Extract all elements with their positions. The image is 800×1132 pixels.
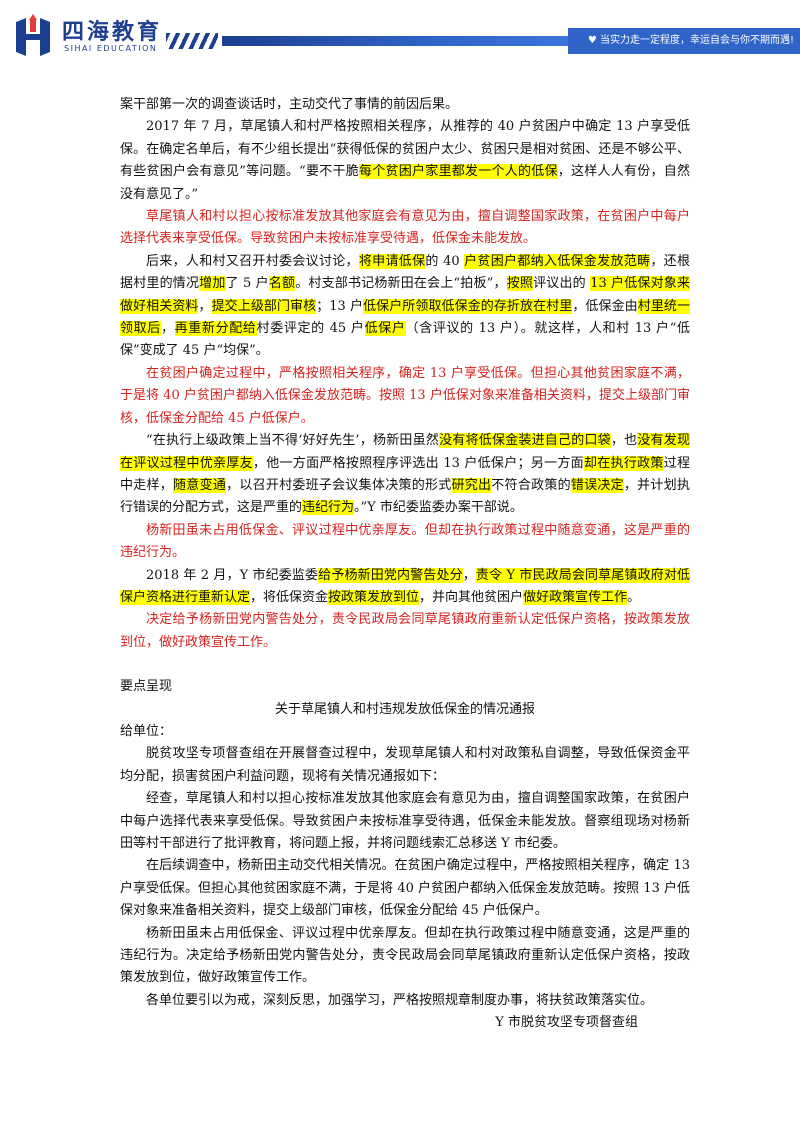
text-segment: 不符合政策的: [491, 477, 571, 493]
notice-paragraph: 各单位要引以为戒，深刻反思，加强学习，严格按照规章制度办事，将扶贫政策落实位。: [146, 992, 654, 1008]
text-segment: 2018 年 2 月，Y 市纪委监委: [146, 567, 319, 583]
text-segment: 草尾镇人和村以担心按标准发放其他家庭会有意见为由，擅自调整国家政策，在贫困户中每…: [120, 209, 690, 247]
text-segment: ，将低保资金: [250, 589, 329, 605]
highlighted-text: 增加: [199, 276, 226, 292]
highlighted-text: 将申请低保: [358, 253, 426, 269]
text-segment: 评议出的: [533, 276, 591, 292]
text-segment: 。: [627, 589, 641, 605]
article-paragraph-red: 草尾镇人和村以担心按标准发放其他家庭会有意见为由，擅自调整国家政策，在贫困户中每…: [120, 206, 690, 251]
article-paragraph: 2018 年 2 月，Y 市纪委监委给予杨新田党内警告处分，责令 Y 市民政局会…: [120, 565, 690, 610]
text-segment: 。村支部书记杨新田在会上“拍板”，: [295, 276, 507, 292]
document-body: 案干部第一次的调查谈话时，主动交代了事情的前因后果。 2017 年 7 月，草尾镇…: [120, 94, 690, 1035]
page-header: 四海教育 SIHAI EDUCATION ♥ 当实力走一定程度，幸运自会与你不期…: [0, 0, 800, 70]
spacer: [120, 654, 690, 676]
notice-paragraph: 在后续调查中，杨新田主动交代相关情况。在贫困户确定过程中，严格按照相关程序，确定…: [120, 858, 690, 919]
logo-icon: [16, 14, 50, 56]
highlighted-text: 户贫困户都纳入低保金发放范畴: [464, 253, 651, 269]
highlighted-text: 低保户所领取低保金的存折放在村里: [363, 298, 573, 314]
notice-signature: Y 市脱贫攻坚专项督查组: [495, 1015, 638, 1031]
text-segment: 的 40: [425, 253, 465, 269]
highlighted-text: 做好政策宣传工作: [523, 589, 628, 605]
article-paragraph: “在执行上级政策上当不得‘好好先生’，杨新田虽然没有将低保金装进自己的口袋，也没…: [120, 430, 690, 520]
text-segment: ，也: [610, 433, 638, 449]
text-segment: ，: [462, 567, 476, 583]
notice-paragraph: 杨新田虽未占用低保金、评议过程中优亲厚友。但却在执行政策过程中随意变通，这是严重…: [120, 925, 690, 986]
notice-paragraph: 脱贫攻坚专项督查组在开展督查过程中，发现草尾镇人和村对政策私自调整，导致低保资金…: [120, 746, 690, 784]
header-stripes: [166, 33, 218, 49]
notice-paragraph: 经查，草尾镇人和村以担心按标准发放其他家庭会有意见为由，擅自调整国家政策，在贫困…: [120, 791, 690, 851]
highlighted-text: 却在执行政策: [583, 455, 664, 471]
text-segment: ，: [198, 298, 212, 314]
header-slogan: ♥ 当实力走一定程度，幸运自会与你不期而遇!: [568, 28, 800, 54]
highlighted-text: 提交上级部门审核: [211, 298, 317, 314]
text-segment: ，这样人人有份，自然没有意见了。”: [120, 164, 690, 202]
brand-name: 四海教育: [62, 20, 163, 45]
notice-title: 关于草尾镇人和村违规发放低保金的情况通报: [274, 701, 535, 717]
highlighted-text: 再重新分配给: [174, 321, 257, 337]
text-segment: 了 5 户: [225, 276, 269, 292]
highlighted-text: 按照: [506, 276, 534, 292]
text-segment: “在执行上级政策上当不得‘好好先生’，杨新田虽然: [146, 433, 440, 449]
text-segment: ，以召开村委班子会议集体决策的形式: [226, 477, 452, 493]
text-segment: 杨新田虽未占用低保金、评议过程中优亲厚友。但却在执行政策过程中随意变通，这是严重…: [120, 522, 690, 561]
text-segment: ，还根据村里的情况: [120, 253, 690, 292]
highlighted-text: 按政策发放到位: [328, 589, 420, 605]
highlighted-text: 低保户: [364, 321, 406, 337]
text-segment: ，: [160, 321, 175, 337]
article-paragraphs: 案干部第一次的调查谈话时，主动交代了事情的前因后果。 2017 年 7 月，草尾镇…: [120, 94, 690, 654]
text-segment: 村委评定的 45 户: [256, 321, 365, 337]
highlighted-text: 名额: [268, 276, 296, 292]
highlighted-text: 每个贫困户家里都发一个人的低保: [359, 164, 558, 180]
text-segment: 在贫困户确定过程中，严格按照相关程序，确定 13 户享受低保。但担心其他贫困家庭…: [120, 365, 690, 426]
highlighted-text: 错误决定: [570, 477, 624, 493]
notice-salutation: 给单位：: [120, 723, 173, 739]
article-paragraph-red: 杨新田虽未占用低保金、评议过程中优亲厚友。但却在执行政策过程中随意变通，这是严重…: [120, 520, 690, 565]
article-paragraph: 案干部第一次的调查谈话时，主动交代了事情的前因后果。: [120, 94, 690, 116]
article-paragraph-red: 决定给予杨新田党内警告处分，责令民政局会同草尾镇政府重新认定低保户资格，按政策发…: [120, 609, 690, 654]
text-segment: 后来，人和村又召开村委会议讨论，: [146, 253, 359, 269]
text-segment: ，并向其他贫困户: [419, 589, 524, 605]
text-segment: ；13 户: [316, 298, 364, 314]
highlighted-text: 给予杨新田党内警告处分: [318, 567, 463, 583]
text-segment: 过程中走样，: [120, 455, 690, 493]
brand-subtitle: SIHAI EDUCATION: [64, 44, 158, 53]
highlighted-text: 研究出: [451, 477, 492, 493]
article-paragraph-red: 在贫困户确定过程中，严格按照相关程序，确定 13 户享受低保。但担心其他贫困家庭…: [120, 363, 690, 430]
article-paragraph: 2017 年 7 月，草尾镇人和村严格按照相关程序，从推荐的 40 户贫困户中确…: [120, 116, 690, 206]
article-paragraph: 后来，人和村又召开村委会议讨论，将申请低保的 40 户贫困户都纳入低保金发放范畴…: [120, 251, 690, 363]
text-segment: 案干部第一次的调查谈话时，主动交代了事情的前因后果。: [120, 97, 459, 112]
text-segment: ，并计划执行错误的分配方式，这是严重的: [120, 477, 690, 516]
section-label: 要点呈现: [120, 679, 173, 695]
text-segment: 2017 年 7 月，草尾镇人和村严格按照相关程序，从推荐的 40 户贫困户中确…: [120, 119, 690, 180]
header-bar: [222, 36, 568, 46]
text-segment: （含评议的 13 户）。就这样，人和村 13 户“低保”变成了 45 户“均保”…: [120, 321, 690, 359]
text-segment: ，他一方面严格按照程序评选出 13 户低保户；另一方面: [252, 455, 584, 471]
text-segment: 决定给予杨新田党内警告处分，责令民政局会同草尾镇政府重新认定低保户资格，按政策发…: [120, 612, 690, 650]
text-segment: 。”Y 市纪委监委办案干部说。: [354, 500, 523, 516]
highlighted-text: 随意变通: [173, 477, 227, 493]
text-segment: ，低保金由: [572, 298, 638, 314]
highlighted-text: 违纪行为: [302, 500, 355, 516]
highlighted-text: 没有将低保金装进自己的口袋: [439, 433, 611, 449]
